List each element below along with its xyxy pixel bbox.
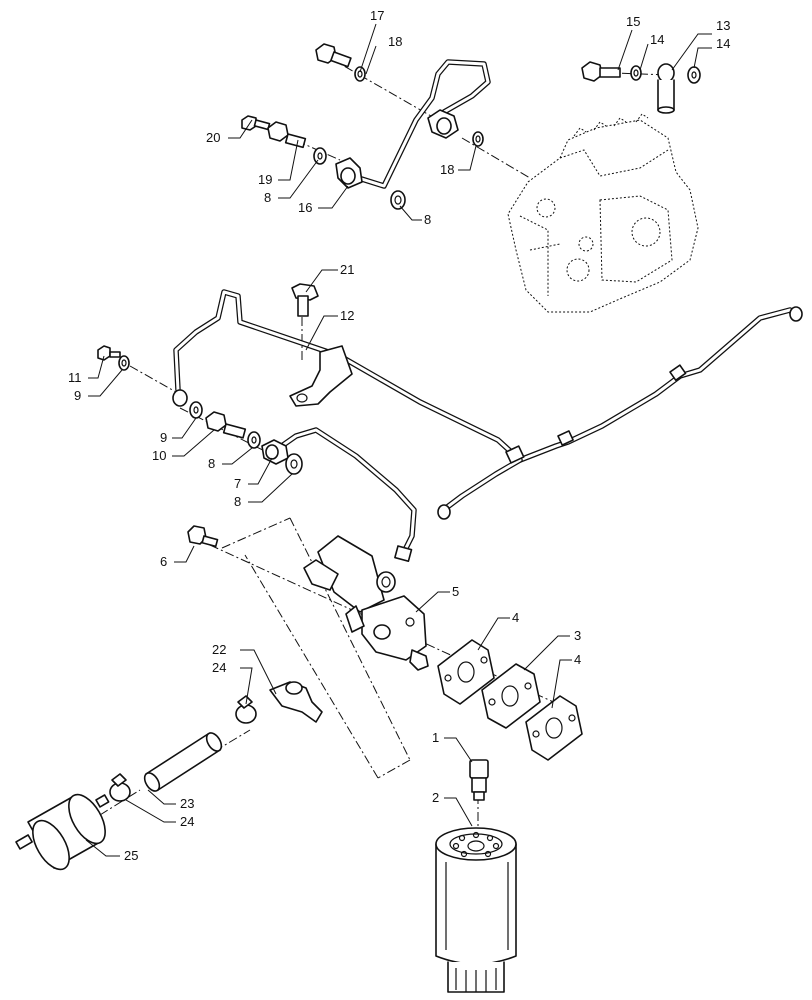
banjo-fitting-13 <box>657 63 675 114</box>
callout-3: 3 <box>574 628 581 643</box>
callout-6: 6 <box>160 554 167 569</box>
banjo-bolt-10 <box>205 411 247 439</box>
fuel-hose-23 <box>143 732 223 792</box>
banjo-bolt-19 <box>267 121 307 149</box>
return-pipe <box>172 289 803 520</box>
callout-14-left: 14 <box>650 32 664 47</box>
callout-15: 15 <box>626 14 640 29</box>
injection-pump <box>507 113 699 313</box>
callout-24-lower: 24 <box>180 814 194 829</box>
washer-8-upper <box>313 147 327 165</box>
washer-8-mid <box>390 190 406 210</box>
fuel-filter-2 <box>435 827 517 993</box>
callout-5: 5 <box>452 584 459 599</box>
elbow-fitting-22 <box>269 681 323 723</box>
bolt-6 <box>187 525 219 548</box>
callout-10: 10 <box>152 448 166 463</box>
callout-16: 16 <box>298 200 312 215</box>
leader-lines <box>85 23 712 857</box>
callout-7: 7 <box>234 476 241 491</box>
callout-9-left: 9 <box>74 388 81 403</box>
banjo-bolt-17 <box>315 43 352 68</box>
bolt-21 <box>291 283 319 317</box>
washer-9-left <box>118 355 130 371</box>
callout-4-front: 4 <box>512 610 519 625</box>
connector-1 <box>469 759 489 801</box>
pipe-bracket-12 <box>289 345 353 407</box>
banjo-bolt-15 <box>581 61 621 82</box>
callout-9-mid: 9 <box>160 430 167 445</box>
callout-labels: 17 18 15 14 13 14 20 19 8 16 8 18 21 12 … <box>68 8 730 863</box>
callout-18-top: 18 <box>388 34 402 49</box>
washer-8-lower <box>247 431 261 449</box>
callout-18-right: 18 <box>440 162 454 177</box>
hose-clamp-24-upper <box>235 695 257 724</box>
washer-8-bottom <box>285 453 303 475</box>
callout-8-mid: 8 <box>424 212 431 227</box>
callout-17: 17 <box>370 8 384 23</box>
callout-12: 12 <box>340 308 354 323</box>
washer-14-left <box>630 65 642 81</box>
callout-4-rear: 4 <box>574 652 581 667</box>
hose-clamp-24-lower <box>109 773 131 802</box>
callout-24-upper: 24 <box>212 660 226 675</box>
callout-8-upper: 8 <box>264 190 271 205</box>
callout-25: 25 <box>124 848 138 863</box>
callout-23: 23 <box>180 796 194 811</box>
washer-9-mid <box>189 401 203 419</box>
callout-8-lower: 8 <box>208 456 215 471</box>
centerlines <box>99 57 669 835</box>
bleed-screw-20 <box>241 115 271 131</box>
callout-19: 19 <box>258 172 272 187</box>
lift-pump-5 <box>303 535 429 671</box>
washer-14-right <box>687 66 701 84</box>
screw-11 <box>97 345 121 361</box>
washer-18-top <box>354 66 366 82</box>
callout-21: 21 <box>340 262 354 277</box>
callout-11: 11 <box>68 370 82 385</box>
callout-2: 2 <box>432 790 439 805</box>
callout-20: 20 <box>206 130 220 145</box>
pre-filter-25 <box>15 793 110 871</box>
callout-22: 22 <box>212 642 226 657</box>
spacer-3 <box>481 663 541 729</box>
washer-18-right <box>472 131 484 147</box>
callout-13: 13 <box>716 18 730 33</box>
callout-1: 1 <box>432 730 439 745</box>
callout-14-right: 14 <box>716 36 730 51</box>
upper-pipe <box>335 59 491 189</box>
callout-8-bottom: 8 <box>234 494 241 509</box>
gasket-4-rear <box>525 695 583 761</box>
gasket-4-front <box>437 639 495 705</box>
